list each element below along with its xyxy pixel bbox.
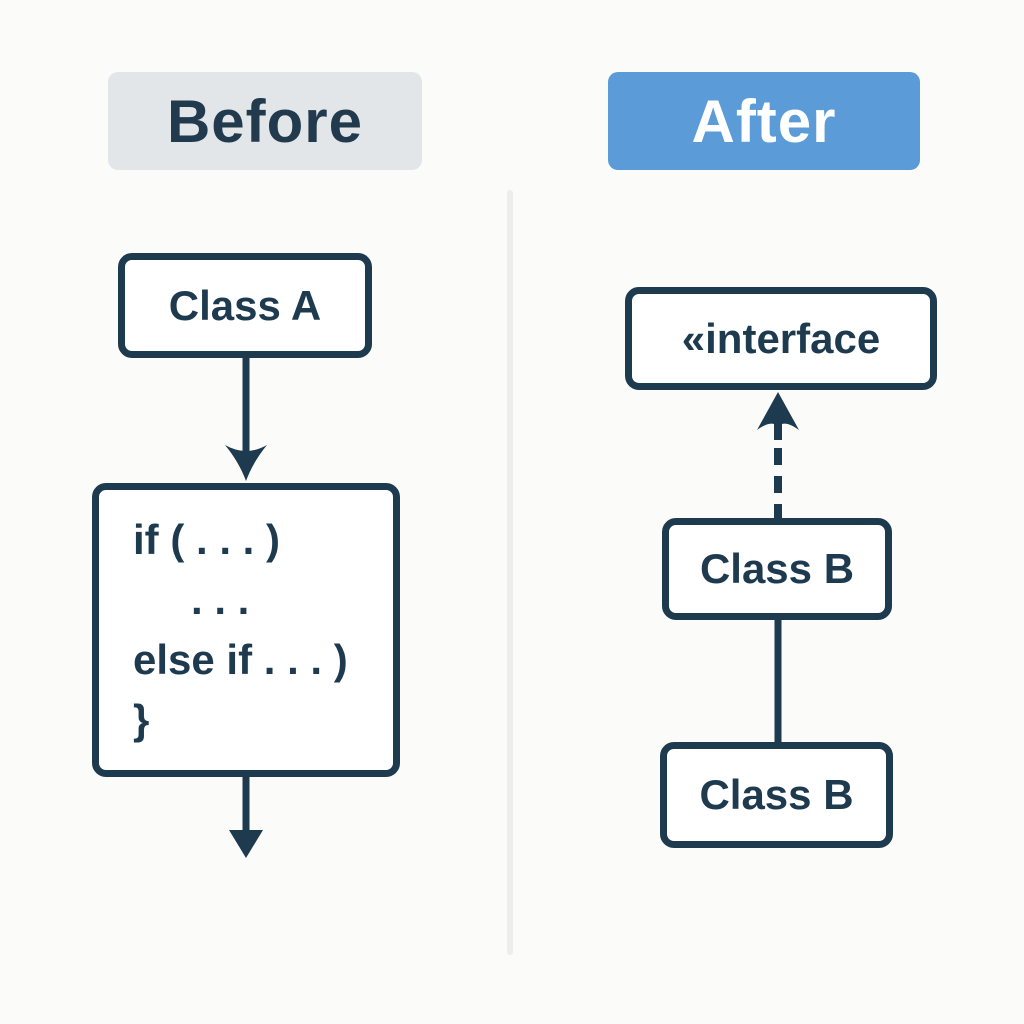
class-b-bottom-node: Class B bbox=[660, 742, 893, 848]
code-line: . . . bbox=[191, 576, 250, 623]
class-b-top-node: Class B bbox=[662, 518, 892, 620]
before-header-badge: Before bbox=[108, 72, 422, 170]
arrow-class-b-to-interface bbox=[757, 392, 799, 520]
arrow-class-a-to-code bbox=[225, 356, 267, 481]
interface-label: «interface bbox=[681, 314, 881, 362]
section-divider bbox=[507, 190, 513, 955]
class-a-node: Class A bbox=[118, 253, 372, 358]
interface-node: «interface bbox=[625, 287, 937, 390]
code-line: if ( . . . ) bbox=[133, 516, 280, 563]
arrow-code-to-out bbox=[229, 774, 263, 858]
class-b-top-label: Class B bbox=[699, 545, 855, 592]
before-header-label: Before bbox=[166, 87, 364, 155]
conditional-code-node: if ( . . . ) . . . else if . . . ) } bbox=[92, 483, 400, 777]
after-header-badge: After bbox=[608, 72, 920, 170]
class-a-label: Class A bbox=[168, 281, 322, 329]
class-b-bottom-label: Class B bbox=[699, 771, 854, 818]
after-header-label: After bbox=[691, 87, 837, 155]
code-line: } bbox=[133, 696, 150, 743]
code-line: else if . . . ) bbox=[133, 636, 348, 683]
